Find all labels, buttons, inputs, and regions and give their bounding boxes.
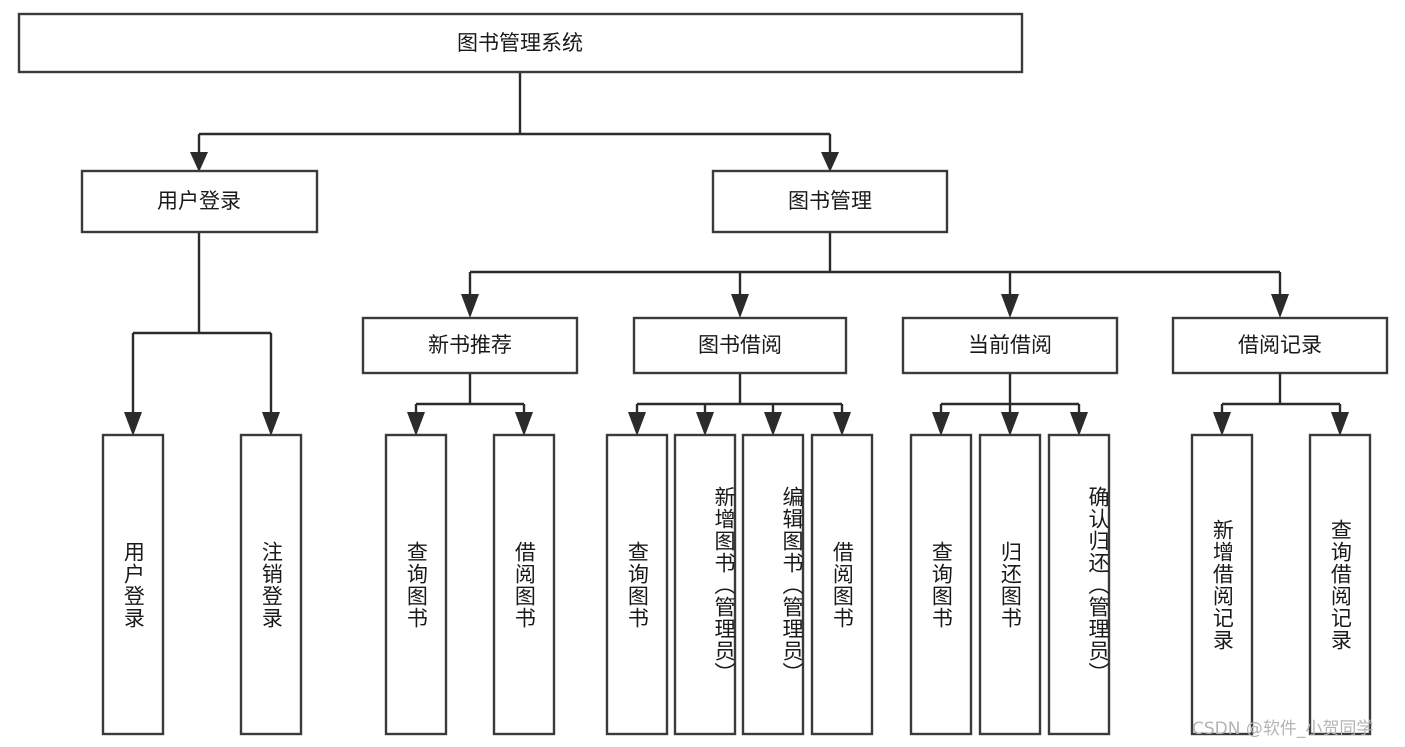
leaf-box-bookborrow-2[interactable] (673, 433, 737, 736)
arrowhead-icon-leaf-newbook-1 (407, 412, 425, 436)
leaf-box-bookborrow-3[interactable] (741, 433, 805, 736)
leaf-box-userlogin-1[interactable] (101, 433, 165, 736)
arrowhead-icon-leaf-currentborrow-2 (1001, 412, 1019, 436)
node-book-manage-label: 图书管理 (788, 189, 872, 213)
node-book-manage-box[interactable] (711, 169, 949, 234)
leaf-box-currentborrow-2[interactable] (978, 433, 1042, 736)
arrowhead-icon-leaf-userlogin-1 (124, 412, 142, 436)
arrowhead-icon-leaf-bookborrow-1 (628, 412, 646, 436)
leaf-box-borrowrecord-1[interactable] (1190, 433, 1254, 736)
arrowhead-icon-book-manage (821, 152, 839, 172)
arrowhead-icon-currentborrow (1001, 294, 1019, 318)
csdn-watermark: CSDN @软件_小贺同学 (1192, 719, 1374, 739)
leaf-box-newbook-2[interactable] (492, 433, 556, 736)
node-box-layer (17, 12, 1389, 736)
leaf-box-bookborrow-1[interactable] (605, 433, 669, 736)
arrowhead-icon-leaf-userlogin-2 (262, 412, 280, 436)
node-current-borrow-label: 当前借阅 (968, 333, 1052, 357)
node-new-book-recommend-box[interactable] (361, 316, 579, 375)
node-borrow-record-box[interactable] (1171, 316, 1389, 375)
node-current-borrow-box[interactable] (901, 316, 1119, 375)
leaf-box-newbook-1[interactable] (384, 433, 448, 736)
node-user-login-label: 用户登录 (157, 189, 241, 213)
arrowhead-icon-bookborrow (731, 294, 749, 318)
node-book-borrow-label: 图书借阅 (698, 333, 782, 357)
arrowhead-icon-leaf-borrowrecord-1 (1213, 412, 1231, 436)
arrowhead-icon-leaf-currentborrow-3 (1070, 412, 1088, 436)
node-borrow-record-label: 借阅记录 (1238, 333, 1322, 357)
arrowhead-icon-borrowrecord (1271, 294, 1289, 318)
arrowhead-icon-newbook (461, 294, 479, 318)
arrowhead-icon-user-login (190, 152, 208, 172)
arrowhead-layer (124, 152, 1349, 436)
node-new-book-recommend-label: 新书推荐 (428, 333, 512, 357)
arrowhead-icon-leaf-bookborrow-2 (696, 412, 714, 436)
leaf-box-currentborrow-3[interactable] (1047, 433, 1111, 736)
arrowhead-icon-leaf-currentborrow-1 (932, 412, 950, 436)
arrowhead-icon-leaf-borrowrecord-2 (1331, 412, 1349, 436)
leaf-box-bookborrow-4[interactable] (810, 433, 874, 736)
node-root-box[interactable] (17, 12, 1024, 74)
arrowhead-icon-leaf-bookborrow-3 (764, 412, 782, 436)
node-user-login-box[interactable] (80, 169, 319, 234)
node-book-borrow-box[interactable] (632, 316, 848, 375)
arrowhead-icon-leaf-newbook-2 (515, 412, 533, 436)
leaf-box-borrowrecord-2[interactable] (1308, 433, 1372, 736)
arrowhead-icon-leaf-bookborrow-4 (833, 412, 851, 436)
horizontal-label-layer: 图书管理系统 用户登录 图书管理 新书推荐 图书借阅 当前借阅 借阅记录 (157, 31, 1322, 357)
leaf-box-userlogin-2[interactable] (239, 433, 303, 736)
leaf-box-currentborrow-1[interactable] (909, 433, 973, 736)
node-root-label: 图书管理系统 (457, 31, 583, 55)
